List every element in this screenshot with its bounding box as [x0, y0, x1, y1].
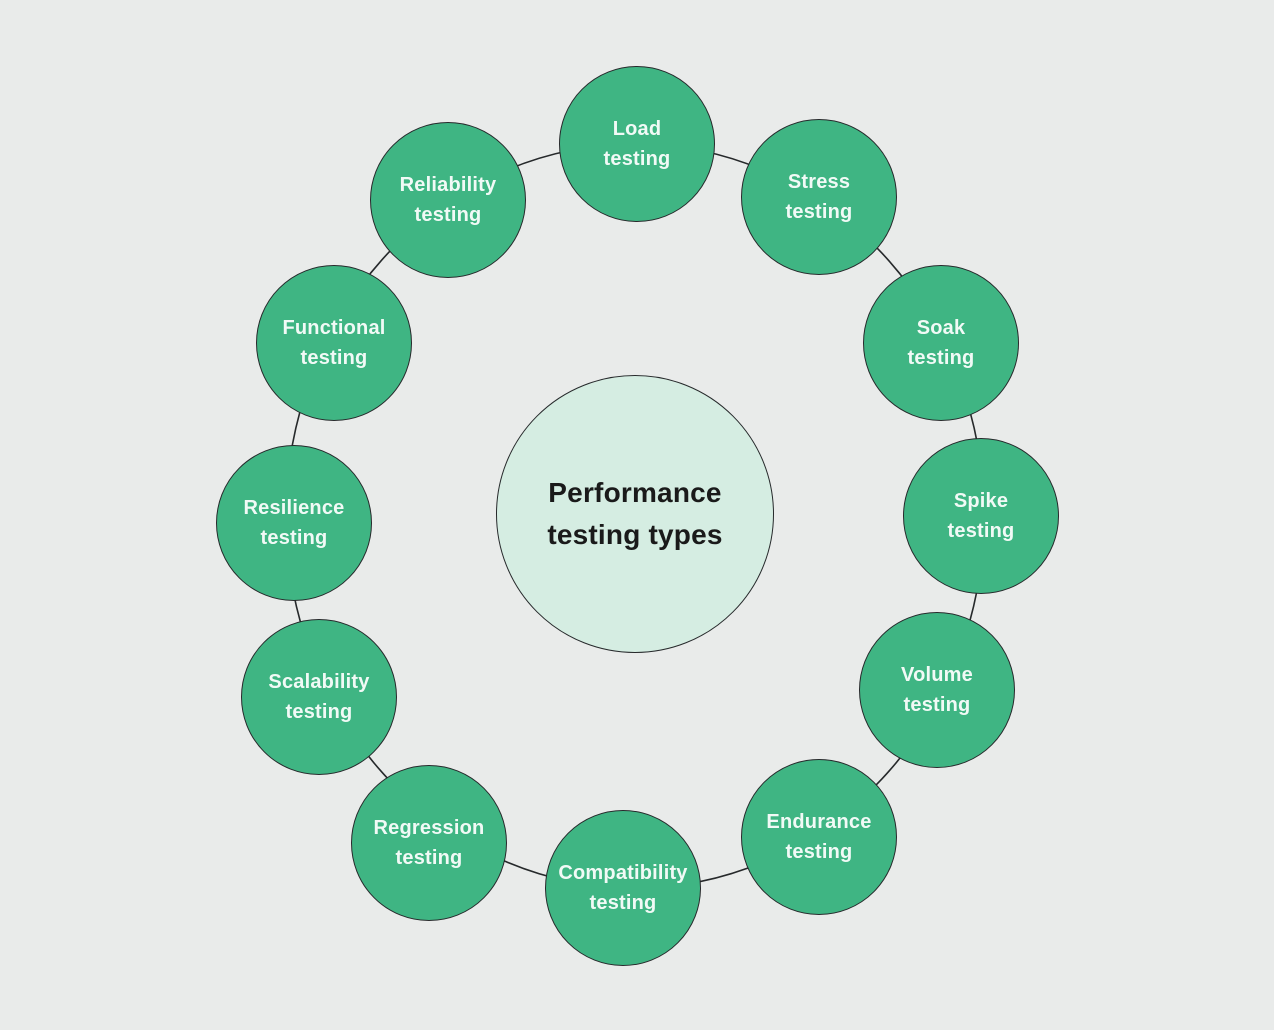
node-spike-testing: Spike testing	[903, 438, 1059, 594]
node-scalability-testing: Scalability testing	[241, 619, 397, 775]
diagram-title-line: testing types	[547, 519, 723, 550]
node-volume-testing: Volume testing	[859, 612, 1015, 768]
node-label: testing	[785, 201, 853, 223]
node-label: testing	[395, 847, 463, 869]
node-label: Resilience	[243, 497, 345, 519]
node-label: Load	[612, 118, 662, 140]
node-label: Reliability	[399, 174, 497, 196]
node-endurance-testing: Endurance testing	[741, 759, 897, 915]
node-stress-testing: Stress testing	[741, 119, 897, 275]
node-resilience-testing: Resilience testing	[216, 445, 372, 601]
node-label: testing	[589, 892, 657, 914]
node-label: Compatibility	[558, 862, 688, 884]
node-label: testing	[285, 701, 353, 723]
node-soak-testing: Soak testing	[863, 265, 1019, 421]
node-functional-testing: Functional testing	[256, 265, 412, 421]
node-label: testing	[785, 841, 853, 863]
node-compatibility-testing: Compatibility testing	[545, 810, 701, 966]
node-label: Soak	[916, 317, 966, 339]
node-label: testing	[603, 148, 671, 170]
node-load-testing: Load testing	[559, 66, 715, 222]
node-label: testing	[260, 527, 328, 549]
node-regression-testing: Regression testing	[351, 765, 507, 921]
node-label: Endurance	[766, 811, 872, 833]
node-label: Volume	[901, 664, 973, 686]
node-label: Functional	[282, 317, 386, 339]
node-label: Stress	[787, 171, 851, 193]
node-reliability-testing: Reliability testing	[370, 122, 526, 278]
node-label: Scalability	[268, 671, 370, 693]
diagram-title-line: Performance	[548, 477, 722, 508]
center-title-circle: Performance testing types	[496, 375, 774, 653]
node-label: testing	[907, 347, 975, 369]
node-label: Regression	[373, 817, 485, 839]
node-label: Spike	[953, 490, 1009, 512]
node-label: testing	[903, 694, 971, 716]
node-label: testing	[414, 204, 482, 226]
node-label: testing	[300, 347, 368, 369]
node-label: testing	[947, 520, 1015, 542]
